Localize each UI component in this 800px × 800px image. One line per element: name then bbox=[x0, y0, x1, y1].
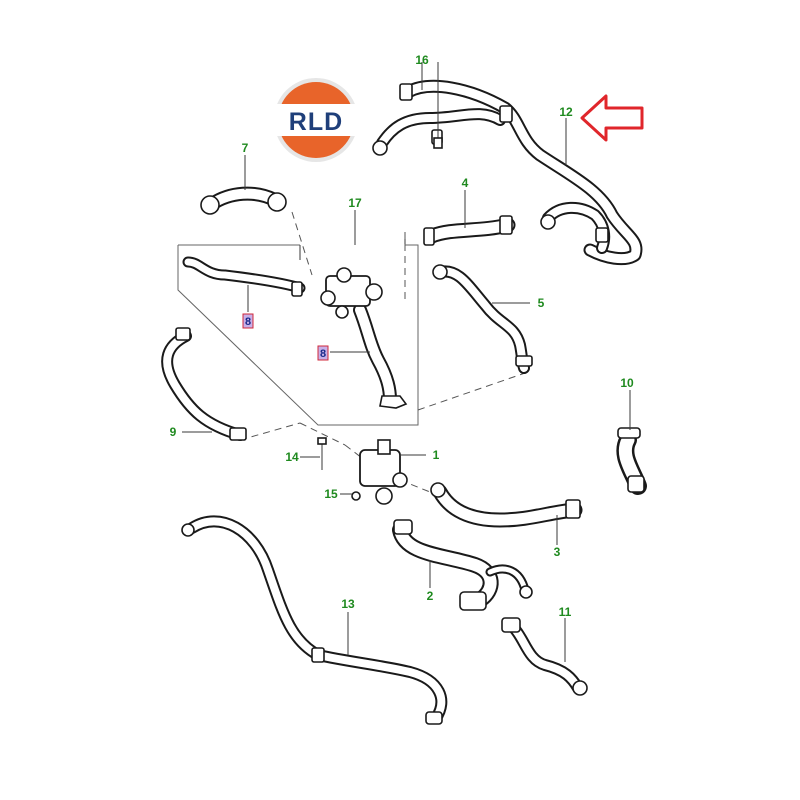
hose-12 bbox=[372, 79, 643, 266]
callout-12: 12 bbox=[559, 105, 573, 119]
hose-3 bbox=[430, 482, 583, 528]
hose-7 bbox=[200, 186, 287, 215]
flag-box-b bbox=[317, 345, 329, 361]
hose-11 bbox=[501, 617, 588, 696]
callout-7: 7 bbox=[242, 141, 249, 155]
callout-2: 2 bbox=[427, 589, 434, 603]
callout-labels: 12 16 7 17 4 5 9 1 10 14 15 3 2 11 13 bbox=[170, 53, 634, 619]
callout-3: 3 bbox=[554, 545, 561, 559]
callout-11: 11 bbox=[559, 605, 572, 619]
arrow-left-outline-icon bbox=[580, 94, 644, 142]
logo-text: RLD bbox=[289, 108, 343, 136]
assembly-17-parts bbox=[182, 256, 408, 409]
hose-2 bbox=[392, 519, 533, 611]
hose-13 bbox=[181, 515, 448, 725]
flagged-callouts: 8 8 bbox=[242, 313, 329, 361]
thermostat-housing-1 bbox=[317, 437, 408, 505]
sensor-16 bbox=[421, 62, 443, 149]
hose-10 bbox=[616, 427, 647, 495]
callout-flagged-b: 8 bbox=[320, 348, 326, 360]
callout-17: 17 bbox=[348, 196, 362, 210]
callout-16: 16 bbox=[415, 53, 429, 67]
hose-5 bbox=[432, 264, 533, 374]
callout-4: 4 bbox=[462, 176, 469, 190]
callout-flagged-a: 8 bbox=[245, 316, 251, 328]
hose-4 bbox=[423, 215, 516, 246]
assembly-17-frame bbox=[177, 210, 419, 426]
callout-5: 5 bbox=[538, 296, 545, 310]
rld-logo: RLD bbox=[270, 78, 362, 162]
hose-9 bbox=[161, 327, 247, 441]
callout-9: 9 bbox=[170, 425, 177, 439]
callout-13: 13 bbox=[341, 597, 355, 611]
flag-box-a bbox=[242, 313, 254, 329]
logo-band bbox=[270, 104, 362, 136]
callout-15: 15 bbox=[324, 487, 338, 501]
callout-14: 14 bbox=[285, 450, 299, 464]
callout-10: 10 bbox=[620, 376, 634, 390]
leader-lines bbox=[182, 118, 631, 662]
callout-1: 1 bbox=[433, 448, 440, 462]
